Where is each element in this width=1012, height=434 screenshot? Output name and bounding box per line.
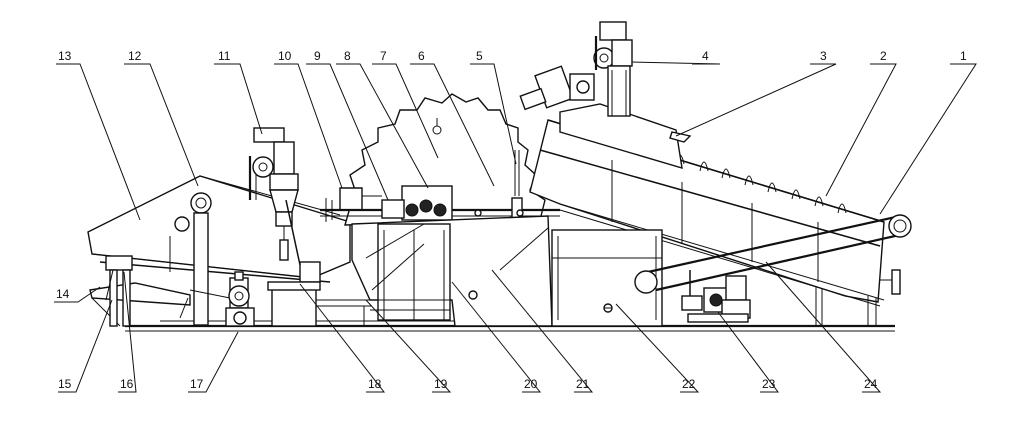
bucket-wheel [339,93,546,226]
slurry-pump [225,271,255,327]
callout-14: 14 [56,287,70,301]
inclined-pipe [634,214,912,295]
pump-tank [267,281,372,327]
callout-18: 18 [368,377,382,391]
callout-3: 3 [820,49,827,63]
callout-21: 21 [576,377,590,391]
callout-11: 11 [218,49,231,63]
callout-23: 23 [762,377,776,391]
callout-9: 9 [314,49,321,63]
callout-22: 22 [682,377,696,391]
callout-1: 1 [960,49,967,63]
callout-20: 20 [524,377,538,391]
callout-8: 8 [344,49,351,63]
callout-4: 4 [702,49,709,63]
washing-tank [351,215,553,327]
callout-7: 7 [380,49,387,63]
callout-17: 17 [190,377,204,391]
callout-10: 10 [278,49,292,63]
cyclone-assembly [248,127,301,266]
callout-15: 15 [58,377,72,391]
water-pump [681,270,751,323]
callout-6: 6 [418,49,425,63]
callout-labels: 1 2 3 4 5 6 7 8 9 10 11 12 13 14 15 16 1… [56,49,967,391]
callout-19: 19 [434,377,448,391]
callout-2: 2 [880,49,887,63]
leader-lines [54,61,977,393]
callout-12: 12 [128,49,142,63]
callout-16: 16 [120,377,134,391]
callout-5: 5 [476,49,483,63]
callout-24: 24 [864,377,878,391]
callout-13: 13 [58,49,72,63]
